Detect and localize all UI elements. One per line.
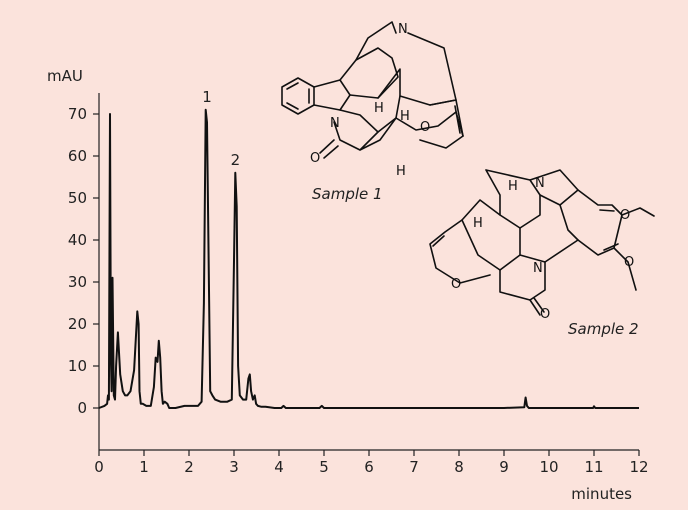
y-tick-label: 70 [68,105,87,123]
y-tick-label: 20 [68,315,87,333]
x-tick-label: 8 [454,458,464,476]
x-tick-label: 5 [319,458,329,476]
atom-h3-1: H [396,164,406,179]
atom-o-meo1-2: O [620,208,630,223]
atom-n-mid-2: N [533,261,543,276]
peak-label: 2 [231,151,241,169]
atom-n-top-2: N [535,176,545,191]
atom-o-carbonyl-1: O [310,151,320,166]
sample-1-label: Sample 1 [312,185,383,203]
atom-o-ring-2: O [451,277,461,292]
x-axis-label: minutes [571,485,632,503]
atom-h2-1: H [400,109,410,124]
x-tick-label: 7 [409,458,419,476]
atom-o-meo2-2: O [624,255,634,270]
x-tick-label: 10 [539,458,558,476]
atom-h1-2: H [508,179,518,194]
x-tick-label: 9 [499,458,509,476]
atom-h2-2: H [473,216,483,231]
y-tick-label: 0 [77,399,87,417]
y-tick-label: 10 [68,357,87,375]
series-layer: 12 [98,88,639,409]
peak-label: 1 [202,88,212,106]
atom-o-ring-1: O [420,120,430,135]
chromatogram-trace [98,108,639,409]
sample-2-label: Sample 2 [568,320,639,338]
y-tick-label: 60 [68,147,87,165]
x-tick-label: 12 [629,458,648,476]
atom-h1-1: H [374,101,384,116]
y-axis-label: mAU [47,67,83,85]
atom-o-carbonyl-2: O [540,307,550,322]
x-tick-label: 3 [229,458,239,476]
x-tick-label: 4 [274,458,284,476]
x-tick-label: 11 [584,458,603,476]
x-tick-label: 2 [184,458,194,476]
atom-n-top-1: N [398,22,408,37]
y-tick-label: 30 [68,273,87,291]
atom-n-mid-1: N [330,116,340,131]
x-tick-label: 6 [364,458,374,476]
y-tick-label: 50 [68,189,87,207]
molecule-1-structure: N N O O H H H [281,21,464,179]
y-tick-label: 40 [68,231,87,249]
x-tick-label: 0 [94,458,104,476]
molecule-2-structure: N N O O O O H H [429,169,655,322]
x-tick-label: 1 [139,458,149,476]
